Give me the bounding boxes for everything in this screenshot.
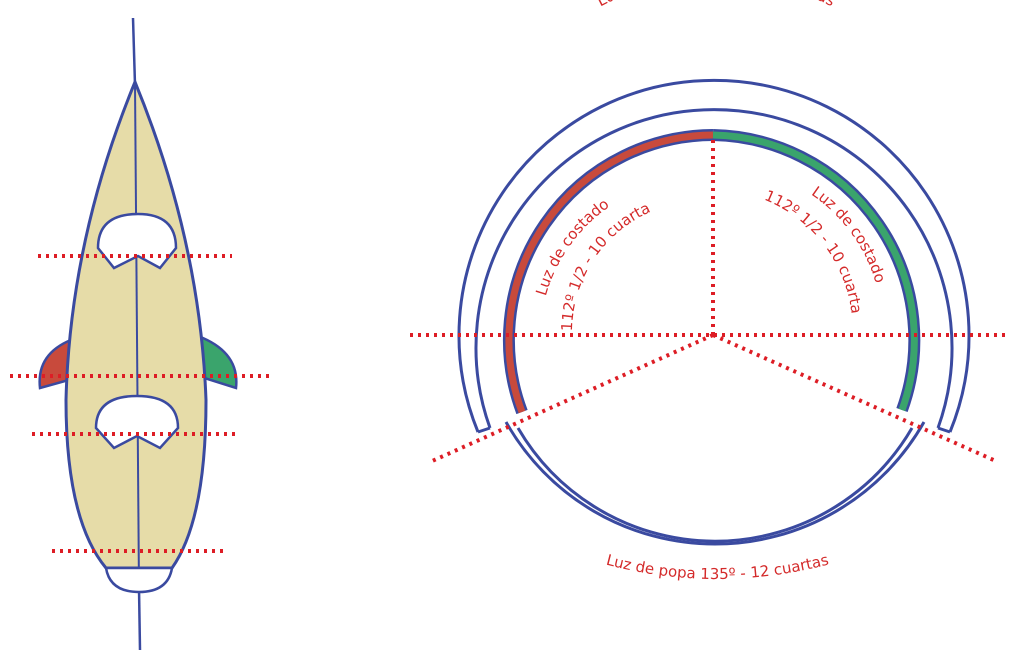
stern-arc-inner [516,427,914,543]
stern-light-housing [104,566,174,594]
boat-keel-line [134,83,140,591]
masthead-light-label: Luces de tope 225º - 20 cuartas [594,0,838,10]
sector-dotted-starboard-aft [712,333,999,464]
hatch-forward [96,212,178,270]
port-light-sector-fill [505,131,714,414]
port-light-label-line2: 112º 1/2 - 10 cuarta [558,199,653,332]
boat-centerline-bottom [137,587,142,651]
sector-dotted-port-aft [429,333,714,464]
masthead-arc-inner [474,108,954,429]
boat-top-view [10,17,270,651]
starboard-light-label-line2: 112º 1/2 - 10 cuarta [762,186,866,314]
masthead-arc-left-cap [477,426,491,434]
light-sector-diagram: Luces de tope 225º - 20 cuartas Luz de p… [410,0,1008,583]
masthead-arc-outer [457,78,971,433]
boat-centerline-top [131,17,137,86]
masthead-arc-right-cap [937,426,951,434]
hatch-aft [94,394,180,450]
stern-light-label: Luz de popa 135º - 12 cuartas [604,551,830,583]
starboard-light-sector-fill [712,131,918,412]
stern-arc-outer [504,421,926,546]
